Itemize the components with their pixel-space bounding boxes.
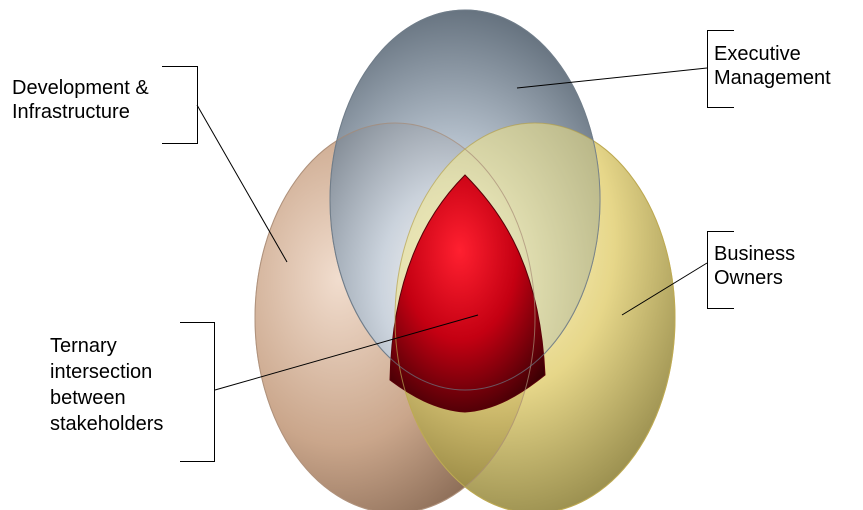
business-owners-label: Business Owners <box>714 242 795 290</box>
exec-label-bracket <box>707 30 734 108</box>
development-infrastructure-label: Development & Infrastructure <box>12 76 149 124</box>
ternary-label-bracket <box>180 322 215 462</box>
ternary-label-line4: stakeholders <box>50 413 164 435</box>
dev-label-bracket <box>162 66 198 144</box>
dev-label-line1: Development & <box>12 77 149 99</box>
biz-label-bracket <box>707 231 734 309</box>
biz-leader-line <box>621 262 708 316</box>
exec-label-line2: Management <box>714 67 831 89</box>
ternary-intersection-label: Ternary intersection between stakeholder… <box>50 333 163 437</box>
dev-label-line2: Infrastructure <box>12 101 130 123</box>
biz-label-line1: Business <box>714 243 796 265</box>
ternary-label-line3: between <box>50 387 126 409</box>
ternary-leader-line <box>214 314 479 391</box>
ternary-label-line1: Ternary <box>50 335 117 357</box>
biz-label-line2: Owners <box>714 267 783 289</box>
exec-leader-line <box>516 67 708 89</box>
ternary-label-line2: intersection <box>50 361 153 383</box>
dev-leader-line <box>196 104 288 263</box>
executive-management-label: Executive Management <box>714 42 831 90</box>
ternary-intersection-region <box>389 174 546 413</box>
exec-label-line1: Executive <box>714 43 801 65</box>
